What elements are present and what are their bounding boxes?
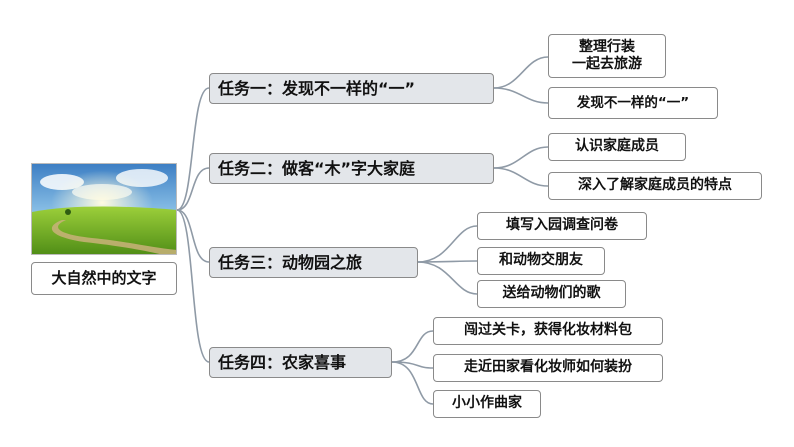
leaf-label: 一起去旅游 — [572, 56, 642, 72]
landscape-image — [31, 163, 177, 255]
leaf-node: 发现不一样的“一” — [548, 87, 718, 119]
task-label: 任务一：发现不一样的“一” — [218, 78, 416, 98]
task-label: 任务二：做客“木”字大家庭 — [218, 158, 416, 178]
leaf-label: 深入了解家庭成员的特点 — [578, 177, 732, 194]
leaf-node: 走近田家看化妆师如何装扮 — [433, 354, 663, 382]
leaf-node: 深入了解家庭成员的特点 — [548, 172, 762, 200]
task-label: 任务四：农家喜事 — [218, 352, 347, 372]
leaf-node: 和动物交朋友 — [477, 247, 605, 275]
task-node-3: 任务三：动物园之旅 — [209, 247, 418, 278]
leaf-label: 送给动物们的歌 — [502, 285, 601, 302]
leaf-label: 整理行装 — [579, 38, 635, 55]
leaf-node: 整理行装 一起去旅游 — [548, 34, 666, 78]
task-node-1: 任务一：发现不一样的“一” — [209, 73, 494, 104]
task-label: 任务三：动物园之旅 — [218, 252, 363, 272]
leaf-label: 认识家庭成员 — [575, 138, 659, 155]
leaf-label: 和动物交朋友 — [499, 252, 583, 269]
task-node-2: 任务二：做客“木”字大家庭 — [209, 153, 494, 184]
leaf-label: 走近田家看化妆师如何装扮 — [464, 359, 632, 376]
leaf-node: 闯过关卡，获得化妆材料包 — [433, 317, 663, 345]
leaf-node: 认识家庭成员 — [548, 133, 686, 161]
root-node: 大自然中的文字 — [31, 262, 177, 295]
root-label: 大自然中的文字 — [51, 269, 157, 288]
leaf-node: 送给动物们的歌 — [477, 280, 626, 308]
leaf-node: 填写入园调查问卷 — [477, 212, 647, 240]
task-node-4: 任务四：农家喜事 — [209, 347, 392, 378]
leaf-label: 填写入园调查问卷 — [506, 217, 618, 234]
leaf-label: 发现不一样的“一” — [576, 94, 690, 111]
leaf-node: 小小作曲家 — [433, 390, 541, 418]
leaf-label: 闯过关卡，获得化妆材料包 — [464, 322, 632, 339]
leaf-label: 小小作曲家 — [452, 395, 522, 412]
